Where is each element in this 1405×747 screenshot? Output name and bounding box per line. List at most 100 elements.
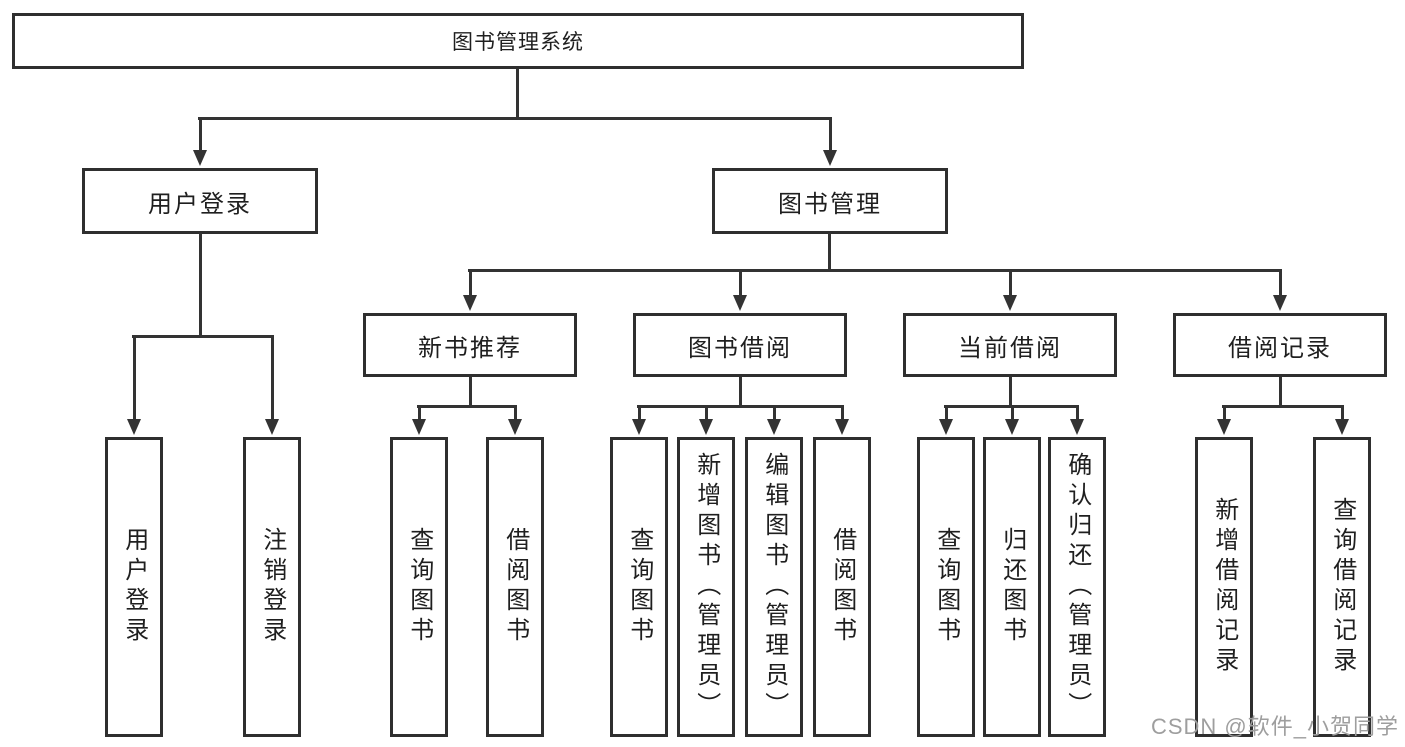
node-logout-label: 注销登录 <box>258 527 286 647</box>
arrow-to-borrow-books-2 <box>835 405 849 435</box>
node-query-borrow-record: 查询借阅记录 <box>1313 437 1371 737</box>
arrow-shaft <box>772 405 776 419</box>
connector-book-borrow-stub <box>739 377 742 407</box>
node-book-borrow-label: 图书借阅 <box>688 334 792 362</box>
node-user-login-label: 用户登录 <box>148 190 252 218</box>
arrow-down-icon <box>1070 419 1084 435</box>
node-user-login-leaf: 用户登录 <box>105 437 163 737</box>
arrow-down-icon <box>508 419 522 435</box>
arrow-to-add-book <box>699 405 713 435</box>
arrow-down-icon <box>1335 419 1349 435</box>
arrow-shaft <box>513 405 517 419</box>
arrow-shaft <box>468 269 472 295</box>
arrow-down-icon <box>823 150 837 166</box>
node-add-book-admin: 新增图书（管理员） <box>677 437 735 737</box>
node-query-books-borrow: 查询图书 <box>610 437 668 737</box>
arrow-down-icon <box>632 419 646 435</box>
arrow-down-icon <box>265 419 279 435</box>
node-borrow-books-leaf: 借阅图书 <box>813 437 871 737</box>
arrow-shaft <box>828 117 832 150</box>
arrow-to-current-borrow <box>1003 269 1017 311</box>
arrow-down-icon <box>463 295 477 311</box>
node-current-borrow: 当前借阅 <box>903 313 1117 377</box>
node-book-management: 图书管理 <box>712 168 948 234</box>
arrow-to-return-book <box>1005 405 1019 435</box>
connector-current-borrow-stub <box>1009 377 1012 407</box>
node-confirm-return-admin-label: 确认归还（管理员） <box>1063 452 1091 722</box>
arrow-shaft <box>1008 269 1012 295</box>
node-borrow-records-label: 借阅记录 <box>1228 334 1332 362</box>
node-logout: 注销登录 <box>243 437 301 737</box>
node-return-book-label: 归还图书 <box>998 527 1026 647</box>
arrow-to-confirm-return <box>1070 405 1084 435</box>
node-user-login-leaf-label: 用户登录 <box>120 527 148 647</box>
node-user-login: 用户登录 <box>82 168 318 234</box>
connector-new-book-recommend-stub <box>469 377 472 407</box>
connector-root-rail <box>198 117 832 120</box>
node-confirm-return-admin: 确认归还（管理员） <box>1048 437 1106 737</box>
arrow-down-icon <box>939 419 953 435</box>
arrow-to-borrow-records <box>1273 269 1287 311</box>
node-book-management-label: 图书管理 <box>778 190 882 218</box>
node-add-borrow-record-label: 新增借阅记录 <box>1210 497 1238 677</box>
node-query-books-current: 查询图书 <box>917 437 975 737</box>
arrow-down-icon <box>1217 419 1231 435</box>
arrow-shaft <box>840 405 844 419</box>
node-query-books-recommend-label: 查询图书 <box>405 527 433 647</box>
connector-root-stub <box>516 69 519 119</box>
arrow-shaft <box>1340 405 1344 419</box>
arrow-to-query-books-3 <box>939 405 953 435</box>
arrow-to-edit-book <box>767 405 781 435</box>
arrow-shaft <box>1075 405 1079 419</box>
node-edit-book-admin-label: 编辑图书（管理员） <box>760 452 788 722</box>
arrow-down-icon <box>767 419 781 435</box>
connector-book-management-stub <box>828 233 831 271</box>
node-borrow-records: 借阅记录 <box>1173 313 1387 377</box>
connector-book-management-rail <box>468 269 1282 272</box>
node-query-books-recommend: 查询图书 <box>390 437 448 737</box>
arrow-to-logout-leaf <box>265 335 279 435</box>
arrow-down-icon <box>193 150 207 166</box>
node-query-books-borrow-label: 查询图书 <box>625 527 653 647</box>
node-root: 图书管理系统 <box>12 13 1024 69</box>
node-borrow-books-recommend-label: 借阅图书 <box>501 527 529 647</box>
arrow-to-book-management <box>823 117 837 166</box>
node-add-borrow-record: 新增借阅记录 <box>1195 437 1253 737</box>
arrow-down-icon <box>1273 295 1287 311</box>
node-add-book-admin-label: 新增图书（管理员） <box>692 452 720 722</box>
connector-borrow-records-rail <box>1222 405 1344 408</box>
connector-borrow-records-stub <box>1279 377 1282 407</box>
node-current-borrow-label: 当前借阅 <box>958 334 1062 362</box>
connector-new-book-recommend-rail <box>417 405 517 408</box>
arrow-shaft <box>637 405 641 419</box>
csdn-watermark: CSDN @软件_小贺同学 <box>1150 714 1399 739</box>
node-new-book-recommend: 新书推荐 <box>363 313 577 377</box>
arrow-to-user-login-leaf <box>127 335 141 435</box>
node-query-books-current-label: 查询图书 <box>932 527 960 647</box>
arrow-to-add-borrow-record <box>1217 405 1231 435</box>
node-edit-book-admin: 编辑图书（管理员） <box>745 437 803 737</box>
arrow-down-icon <box>127 419 141 435</box>
arrow-to-borrow-books-1 <box>508 405 522 435</box>
arrow-shaft <box>132 335 136 419</box>
arrow-shaft <box>417 405 421 419</box>
arrow-down-icon <box>1005 419 1019 435</box>
arrow-down-icon <box>412 419 426 435</box>
arrow-to-book-borrow <box>733 269 747 311</box>
node-borrow-books-recommend: 借阅图书 <box>486 437 544 737</box>
arrow-shaft <box>738 269 742 295</box>
arrow-shaft <box>1010 405 1014 419</box>
arrow-shaft <box>198 117 202 150</box>
arrow-down-icon <box>835 419 849 435</box>
arrow-to-query-borrow-record <box>1335 405 1349 435</box>
arrow-shaft <box>1278 269 1282 295</box>
arrow-down-icon <box>699 419 713 435</box>
arrow-down-icon <box>733 295 747 311</box>
node-root-label: 图书管理系统 <box>452 31 584 54</box>
arrow-down-icon <box>1003 295 1017 311</box>
connector-user-login-rail <box>132 335 274 338</box>
node-book-borrow: 图书借阅 <box>633 313 847 377</box>
node-query-borrow-record-label: 查询借阅记录 <box>1328 497 1356 677</box>
connector-book-borrow-rail <box>637 405 844 408</box>
